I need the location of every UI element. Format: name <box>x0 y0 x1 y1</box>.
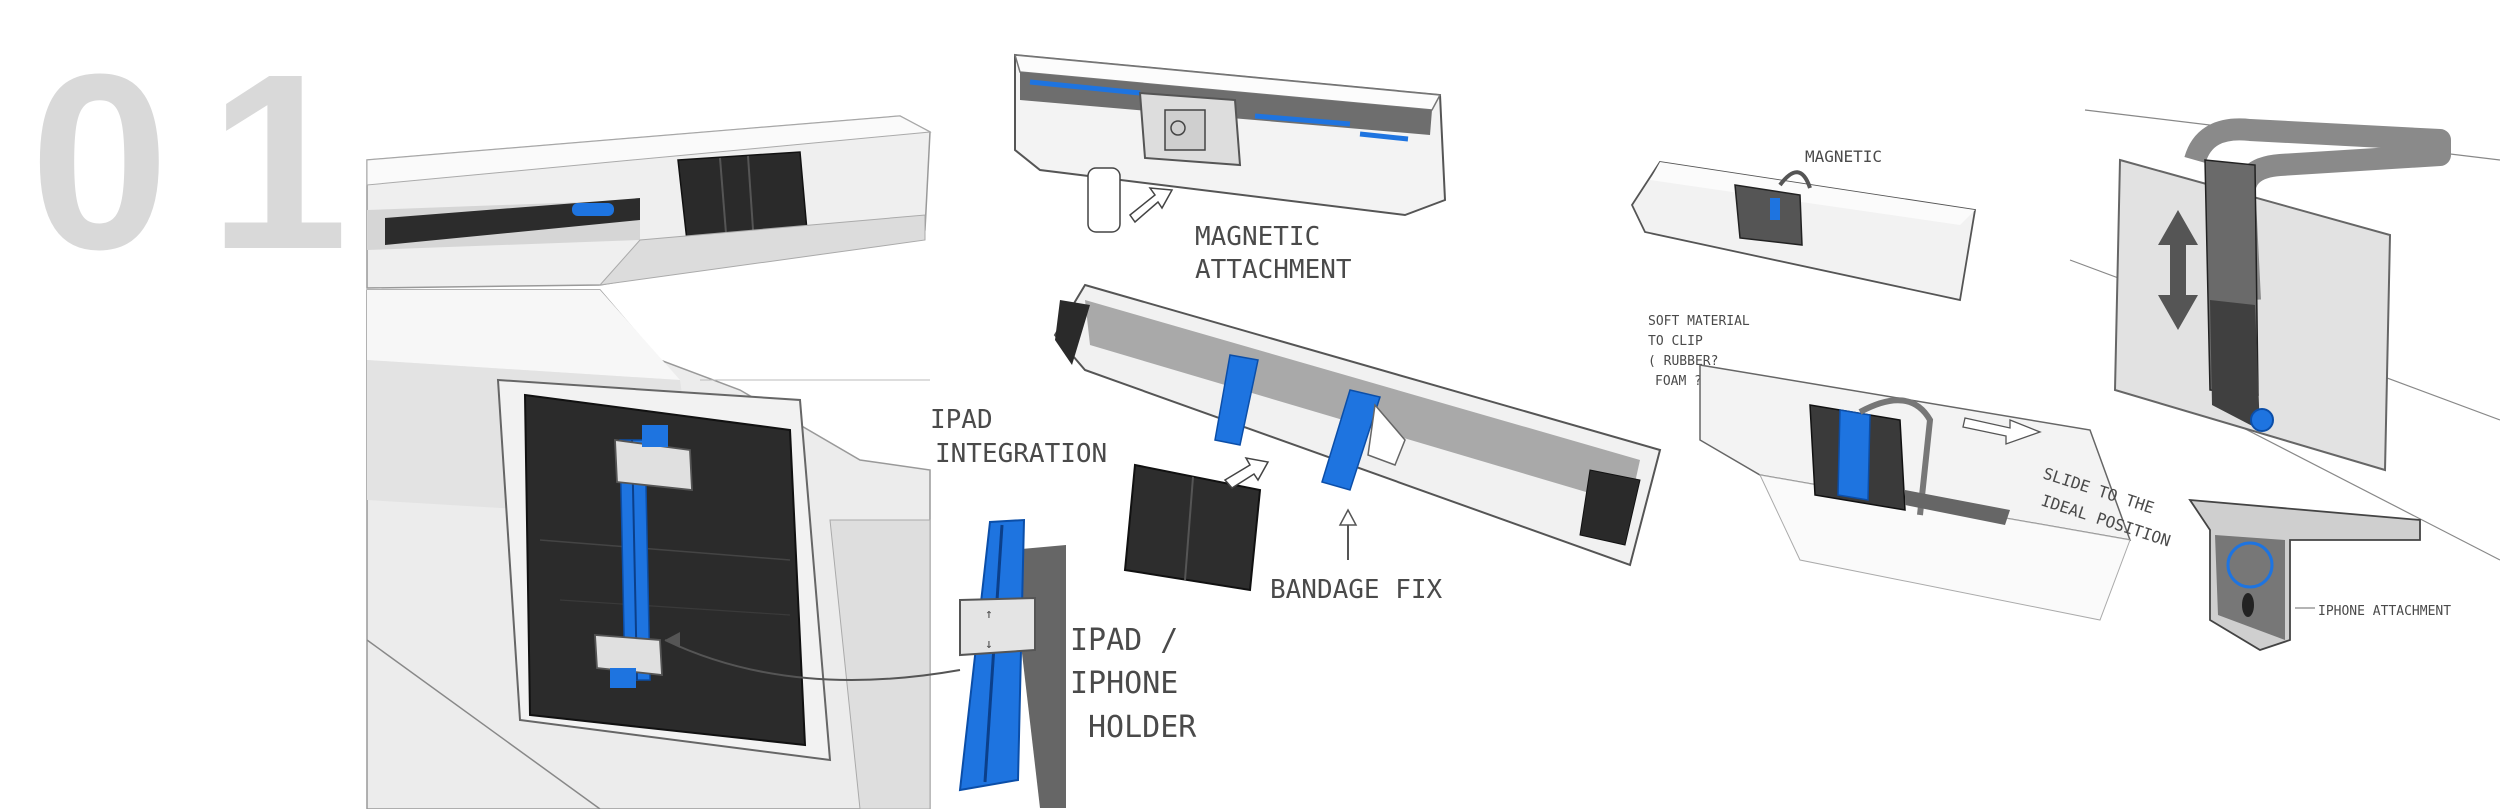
status-light-icon <box>572 203 614 216</box>
vertical-clip-render <box>2069 109 2500 561</box>
magnetic-attachment-sketch <box>1013 53 1447 233</box>
svg-text:↑: ↑ <box>985 607 993 622</box>
phone-icon <box>1087 167 1121 233</box>
iphone-attachment-sketch <box>2188 498 2421 651</box>
page-number: 01 <box>30 22 388 301</box>
label-magnetic-clip: MAGNETIC <box>1805 147 1882 166</box>
svg-text:↓: ↓ <box>985 637 993 652</box>
ipad-iphone-holder-render: ↑ ↓ <box>958 518 1066 808</box>
magnetic-clip-sketch <box>1630 161 1977 302</box>
slide-clip-sketch <box>1699 364 2132 621</box>
label-magnetic: MAGNETIC <box>1195 222 1320 252</box>
console-render-large <box>366 115 961 809</box>
label-holder-3: HOLDER <box>1088 710 1197 745</box>
arrow-icon <box>1128 187 1174 224</box>
label-bandage-fix: BANDAGE FIX <box>1270 575 1443 605</box>
magnet-icon <box>1170 120 1186 136</box>
label-attachment: ATTACHMENT <box>1195 255 1352 285</box>
label-iphone-attachment: IPHONE ATTACHMENT <box>2318 604 2451 619</box>
label-holder-1: IPAD / <box>1070 623 1178 658</box>
label-integration: INTEGRATION <box>935 439 1107 469</box>
label-soft-1: SOFT MATERIAL <box>1648 314 1750 329</box>
label-holder-2: IPHONE <box>1070 666 1178 701</box>
up-down-arrow-icon <box>2158 210 2198 330</box>
bandage-fix-sketch <box>1053 283 1662 592</box>
slide-arrow-icon <box>1962 417 2042 445</box>
magnet-ring-icon <box>2226 541 2274 589</box>
label-ipad: IPAD <box>930 405 993 435</box>
label-soft-2: TO CLIP <box>1648 334 1703 349</box>
